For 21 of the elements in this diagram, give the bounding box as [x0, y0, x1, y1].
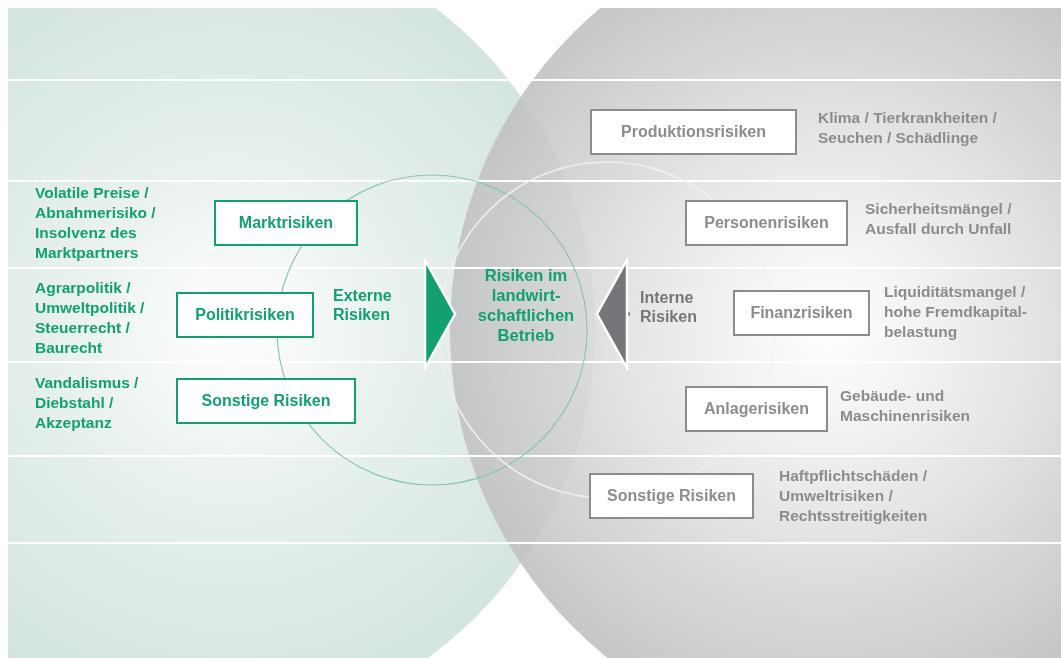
- risk-box: Finanzrisiken: [733, 290, 870, 336]
- risk-box: Anlagerisiken: [685, 386, 828, 432]
- risk-description: Agrarpolitik / Umweltpolitik / Steuerrecht / Baurecht: [35, 278, 146, 359]
- risk-box: Politikrisiken: [176, 292, 314, 338]
- risk-description: Volatile Preise / Abnahmerisiko / Insolvenz des Marktpartners: [35, 183, 157, 264]
- risk-description: Sicherheitsmängel / Ausfall durch Unfall: [865, 199, 1013, 240]
- risk-box: Personenrisiken: [685, 200, 848, 246]
- risk-description: Klima / Tierkrankheiten / Seuchen / Schädlinge: [818, 108, 998, 149]
- risk-box: Sonstige Risiken: [176, 378, 356, 424]
- chevron-arrow: [423, 258, 457, 370]
- risk-description: Gebäude- und Maschinenrisiken: [840, 386, 972, 427]
- risk-box: Sonstige Risiken: [589, 473, 754, 519]
- risk-description: Haftpflichtschäden / Umweltrisiken / Rechtsstreitigkeiten: [779, 466, 929, 527]
- risk-box: Produktionsrisiken: [590, 109, 797, 155]
- chevron-arrow: [595, 258, 630, 370]
- risk-description: Liquiditätsmangel / hohe Fremdkapital- belastung: [884, 282, 1028, 343]
- risk-label: Interne Risiken: [630, 285, 710, 329]
- risk-label: Externe Risiken: [333, 283, 425, 327]
- risk-box: Marktrisiken: [214, 200, 358, 246]
- risk-description: Vandalismus / Diebstahl / Akzeptanz: [35, 373, 140, 434]
- center-title: Risiken im landwirt- schaftlichen Betrieb: [455, 262, 597, 350]
